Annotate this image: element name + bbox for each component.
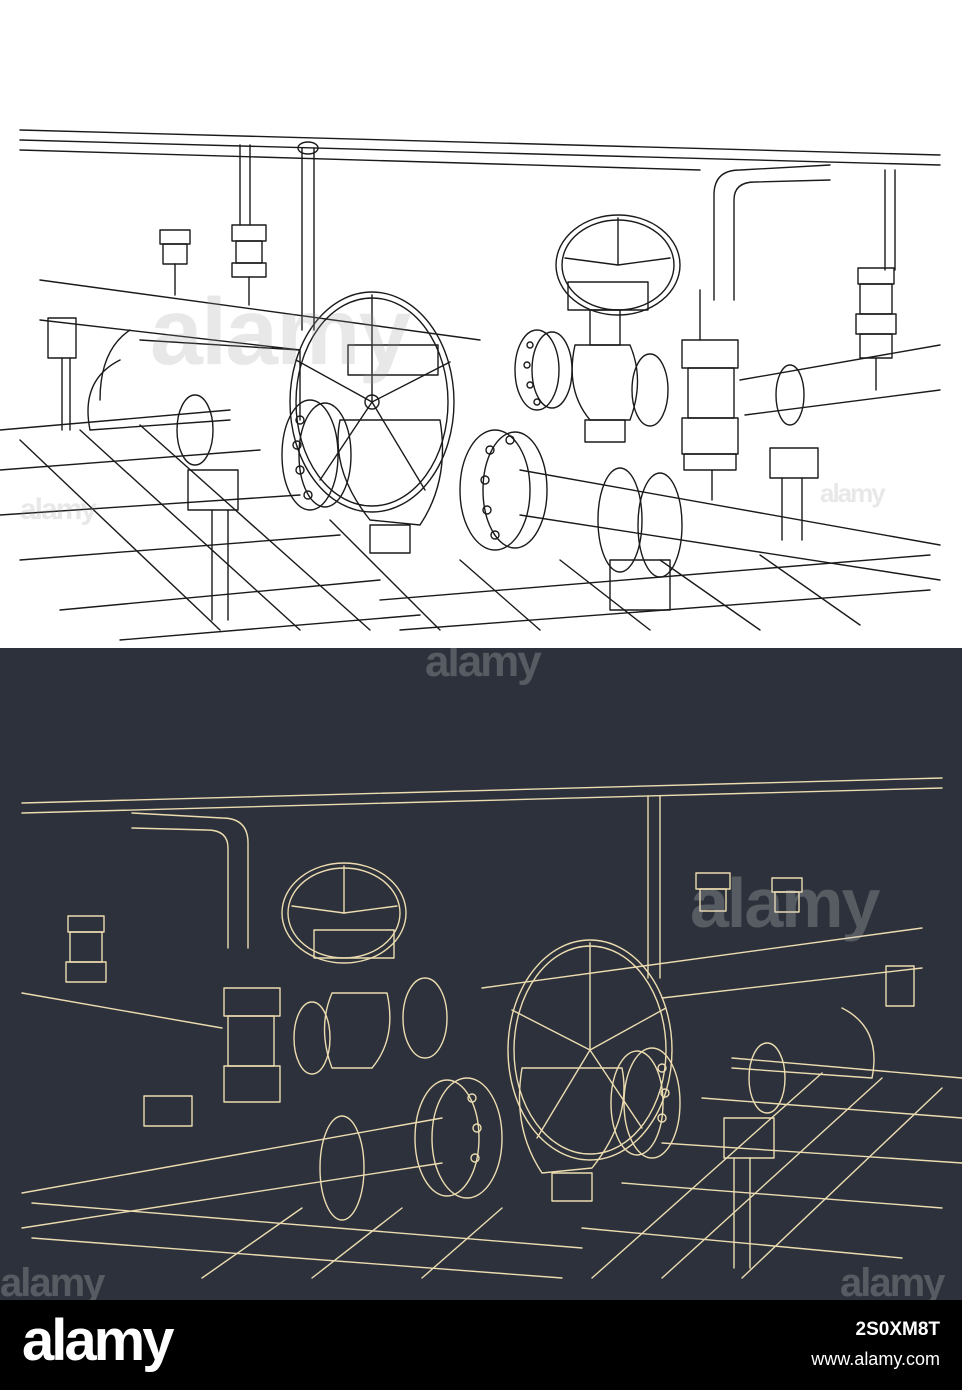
pipeline-valve-drawing-dark [0,648,962,1300]
site-url[interactable]: www.alamy.com [811,1349,940,1369]
pipeline-valve-drawing-light [0,0,962,648]
line-drawing-dark-panel: alamy alamy alamy alamy [0,648,962,1300]
footer-bar [0,1300,962,1390]
alamy-logo: alamy [22,1308,174,1373]
image-id: 2S0XM8T [855,1319,940,1340]
line-drawing-light-panel: alamy alamy alamy [0,0,962,648]
